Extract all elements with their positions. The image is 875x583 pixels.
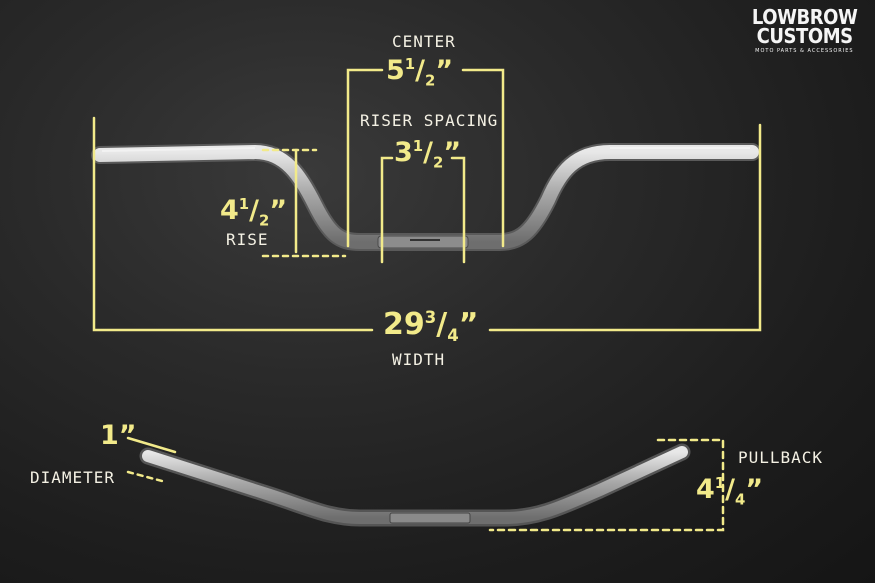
diameter-label: DIAMETER — [30, 468, 116, 487]
width-label: WIDTH — [392, 350, 446, 369]
diameter-value: 1” — [100, 420, 137, 451]
lowbrow-customs-logo: LOWBROW CUSTOMS MOTO PARTS & ACCESSORIES — [746, 5, 863, 54]
handlebar-top-view — [139, 443, 691, 527]
logo-tagline: MOTO PARTS & ACCESSORIES — [755, 48, 854, 54]
riser-spacing-label: RISER SPACING — [360, 111, 499, 130]
dimension-lines — [92, 68, 762, 532]
pullback-value: 41/4” — [696, 474, 764, 509]
rise-value: 41/2” — [220, 195, 288, 230]
riser-spacing-value: 31/2” — [394, 137, 462, 172]
rise-label: RISE — [226, 230, 269, 249]
logo-line-2: CUSTOMS — [756, 24, 853, 48]
center-label: CENTER — [392, 32, 456, 51]
logo-line-1: LOWBROW — [751, 5, 858, 29]
pullback-label: PULLBACK — [738, 448, 824, 467]
width-value: 293/4” — [383, 307, 479, 345]
center-value: 51/2” — [386, 55, 454, 90]
